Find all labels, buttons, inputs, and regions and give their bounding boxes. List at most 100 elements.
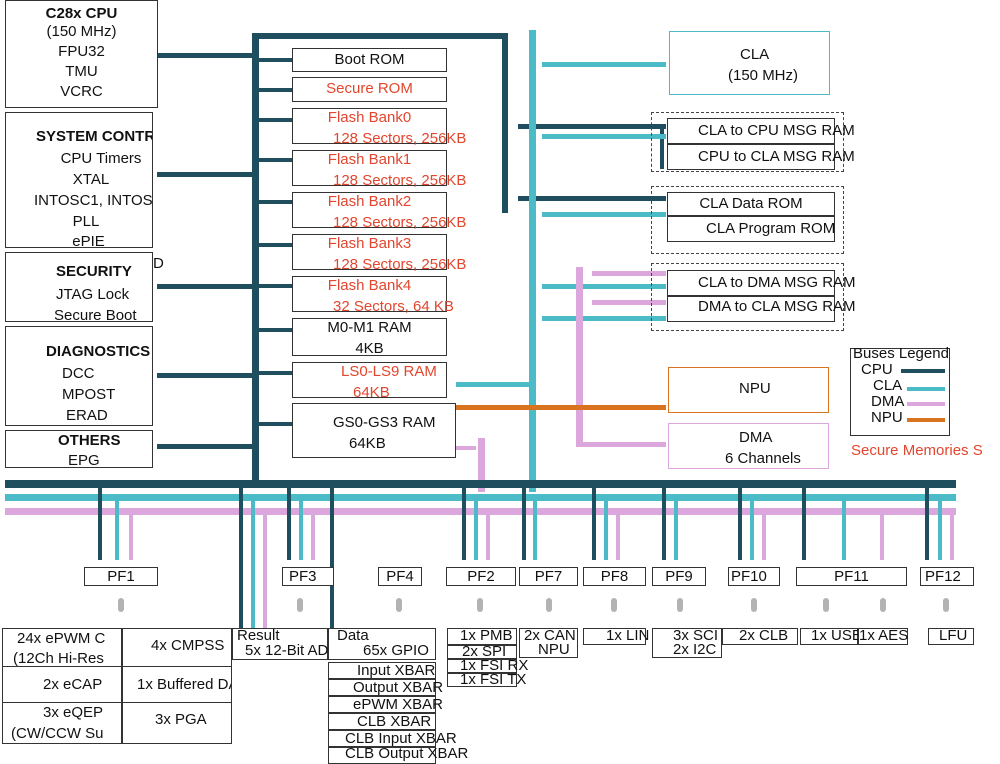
legend-title: Buses Legend: [853, 345, 949, 362]
c28x-cpu-block: C28x CPU (150 MHz) FPU32 TMU VCRC: [5, 0, 158, 108]
pf3-dma-drop2: [311, 515, 315, 560]
gpio-block: Data 65x GPIO: [328, 627, 436, 660]
flash-bank-label: Flash Bank4: [327, 277, 412, 294]
connector: [823, 598, 829, 612]
pf4-box: PF4: [378, 567, 422, 586]
cpu-line: VCRC: [60, 83, 103, 100]
cpu-mem-stub: [259, 58, 292, 62]
pga-block: 3x PGA: [122, 702, 232, 744]
cla-bus-stub: [542, 134, 666, 139]
pf8-label: PF8: [600, 568, 629, 585]
pf2-dma-drop: [486, 515, 490, 560]
pf8-dma-drop: [616, 515, 620, 560]
adc-result-label: Result: [237, 627, 280, 644]
clb-label: 2x CLB: [739, 627, 789, 644]
connector: [611, 598, 617, 612]
legend-cpu-label: CPU: [861, 361, 893, 378]
dma-bus-stub: [583, 442, 666, 447]
fsitx-block: 1x FSI TX: [447, 671, 526, 688]
connector: [880, 598, 886, 612]
pf1-label: PF1: [107, 568, 135, 585]
legend-npu-label: NPU: [871, 409, 903, 426]
cpu-mem-stub: [259, 200, 292, 204]
cpu-memory-bus-top: [252, 33, 508, 39]
xbar-label: CLB Output XBAR: [345, 745, 469, 762]
connector: [546, 598, 552, 612]
pga-label: 3x PGA: [155, 711, 207, 728]
dma-vertical-bus: [576, 267, 583, 447]
dma-gs-stub: [456, 446, 476, 450]
cpu-mem-stub: [259, 284, 292, 288]
legend-npu-swatch: [907, 418, 945, 422]
cpu-mem-stub: [259, 371, 292, 375]
input-xbar: Input XBAR: [328, 662, 436, 679]
npu-periph-label: NPU: [538, 641, 570, 658]
boot-rom-label: Boot ROM: [334, 51, 405, 68]
flash-bank-label: Flash Bank3: [327, 235, 412, 252]
pf3-label: PF3: [289, 568, 317, 585]
pf10-cpu-drop: [738, 488, 742, 560]
legend-cla-label: CLA: [873, 377, 903, 394]
lin-block: 1x LIN: [583, 627, 649, 645]
pf3-box: PF3: [282, 567, 334, 586]
spi-label: 2x SPI: [462, 643, 507, 660]
gpio-data-label: Data: [337, 627, 369, 644]
pf1-cpu-drop: [98, 488, 102, 560]
diagnostics-title: DIAGNOSTICS: [46, 343, 151, 360]
ls-ram-size: 64KB: [353, 384, 390, 401]
pf9-label: PF9: [665, 568, 693, 585]
pf7-cpu-drop: [522, 488, 526, 560]
npu-bus: [456, 405, 666, 410]
cpu-msg-stub-v: [660, 124, 664, 169]
legend-cpu-swatch: [901, 369, 945, 373]
flash-bank-label: Flash Bank1: [327, 151, 412, 168]
ls-ram-label: LS0-LS9 RAM: [341, 363, 437, 380]
pf12-label: PF12: [925, 568, 961, 585]
pf12-cpu-drop: [925, 488, 929, 560]
legend-dma-swatch: [907, 402, 945, 406]
security-line: JTAG Lock: [56, 286, 130, 303]
diagnostics-block: DIAGNOSTICS DCC MPOST ERAD: [5, 326, 153, 426]
diagnostics-line: DCC: [62, 365, 95, 382]
connector: [677, 598, 683, 612]
pf11-box: PF11: [796, 567, 907, 586]
cpu-mem-stub: [259, 88, 292, 92]
pf11-cla-drop: [842, 501, 846, 560]
system-control-line: ePIE: [72, 233, 105, 248]
secure-rom-label: Secure ROM: [326, 80, 413, 97]
pf11-dma-drop: [880, 515, 884, 560]
cla-vertical-bus: [529, 30, 536, 492]
pf8-cpu-drop: [592, 488, 596, 560]
flash-bank0: Flash Bank0 128 Sectors, 256KB: [292, 108, 466, 147]
cpu-to-cla-msg-label: CPU to CLA MSG RAM: [698, 148, 855, 165]
usb-block: 1x USB: [800, 627, 862, 645]
system-control-line: XTAL: [72, 171, 110, 188]
connector: [943, 598, 949, 612]
npu-block: NPU: [668, 367, 829, 413]
pf2-label: PF2: [467, 568, 495, 585]
cpu-bus-stub: [157, 284, 252, 289]
npu-label: NPU: [739, 380, 771, 397]
pmbus-label: 1x PMB: [460, 627, 513, 644]
cla-to-cpu-msg-ram: CLA to CPU MSG RAM: [667, 118, 855, 144]
flash-bank3: Flash Bank3 128 Sectors, 256KB: [292, 234, 466, 273]
eqep-block: 3x eQEP (CW/CCW Su: [2, 702, 122, 744]
pf12-dma-drop: [950, 515, 954, 560]
cla-bus-stub: [542, 284, 666, 289]
cla-to-dma-msg-label: CLA to DMA MSG RAM: [698, 274, 856, 291]
fsirx-block: 1x FSI RX: [447, 657, 528, 674]
pf11-cpu-drop: [802, 488, 806, 560]
ecap-block: 2x eCAP: [2, 666, 122, 704]
pf7-cla-drop: [533, 501, 537, 560]
security-title: SECURITY: [56, 263, 132, 280]
dma-to-cla-msg-ram: DMA to CLA MSG RAM: [667, 296, 856, 322]
cpu-title: C28x CPU: [45, 5, 118, 22]
pf4-label: PF4: [386, 568, 414, 585]
dma-main-bus: [5, 508, 956, 515]
cpu-mem-stub: [259, 328, 292, 332]
clb-output-xbar: CLB Output XBAR: [328, 745, 468, 764]
cpu-bus-stub: [157, 373, 252, 378]
flash-bank1: Flash Bank1 128 Sectors, 256KB: [292, 150, 466, 189]
pf9-cpu-drop: [662, 488, 666, 560]
sci-label: 3x SCI: [673, 627, 719, 644]
